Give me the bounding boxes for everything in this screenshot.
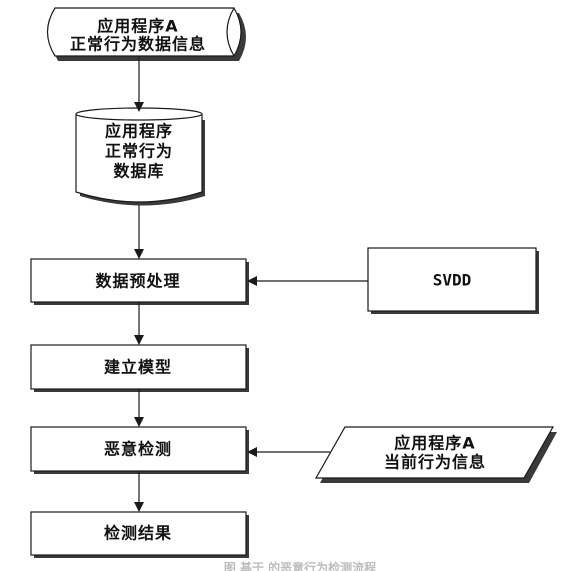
edge-info-to-db <box>134 56 144 112</box>
edge-preprocessing-to-model <box>134 302 144 345</box>
node-normal-behavior-db-line2: 正常行为 <box>105 142 173 161</box>
node-malicious-detection-label: 恶意检测 <box>104 440 172 459</box>
node-normal-behavior-db-line1: 应用程序 <box>105 122 173 141</box>
node-preprocessing-label: 数据预处理 <box>95 272 180 291</box>
node-build-model: 建立模型 <box>30 344 249 392</box>
figure-caption: 图 基于 的恶意行为检测流程 <box>224 560 376 571</box>
edge-current-info-to-detection <box>247 447 330 457</box>
node-preprocessing: 数据预处理 <box>30 258 249 305</box>
node-current-behavior-info-line1: 应用程序A <box>394 434 475 453</box>
edge-svdd-to-preprocessing <box>247 276 368 286</box>
node-malicious-detection: 恶意检测 <box>30 426 249 474</box>
node-svdd-label: SVDD <box>433 271 472 290</box>
node-detection-result-label: 检测结果 <box>104 524 172 543</box>
node-build-model-label: 建立模型 <box>104 358 172 377</box>
node-normal-behavior-db: 应用程序 正常行为 数据库 <box>75 107 205 206</box>
edge-db-to-preprocessing <box>134 205 144 259</box>
node-current-behavior-info: 应用程序A 当前行为信息 <box>314 426 557 483</box>
node-normal-behavior-info: 应用程序A 正常行为数据信息 <box>46 7 246 61</box>
node-detection-result: 检测结果 <box>30 511 249 558</box>
node-normal-behavior-info-line2: 正常行为数据信息 <box>70 35 206 54</box>
node-current-behavior-info-line2: 当前行为信息 <box>384 453 486 472</box>
node-normal-behavior-info-line1: 应用程序A <box>97 17 178 36</box>
node-svdd: SVDD <box>367 247 539 314</box>
edge-detection-to-result <box>134 471 144 512</box>
node-normal-behavior-db-line3: 数据库 <box>113 162 164 181</box>
edge-model-to-detection <box>134 389 144 427</box>
